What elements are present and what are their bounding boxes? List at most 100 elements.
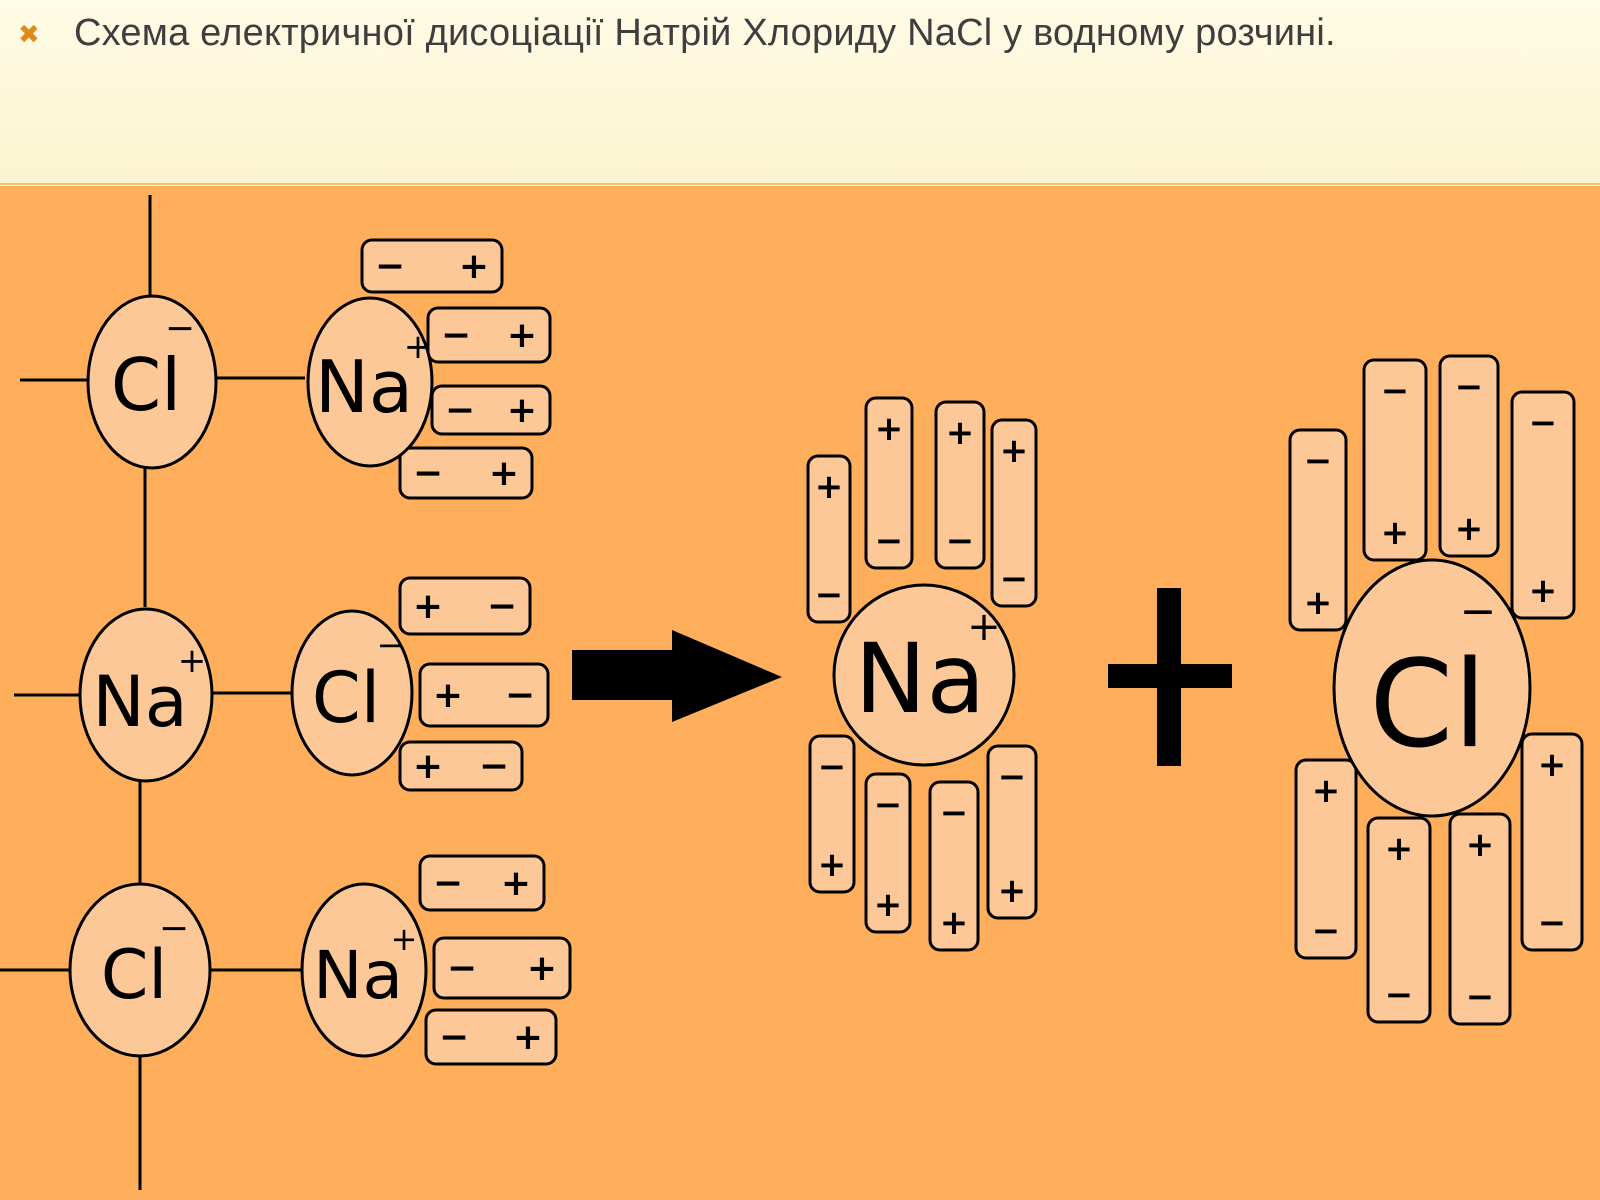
ion-symbol: Na bbox=[315, 345, 413, 429]
water-dipole: −+ bbox=[432, 936, 572, 1000]
water-dipole: +− bbox=[1294, 758, 1358, 960]
water-dipole: −+ bbox=[1510, 390, 1576, 620]
ion-symbol: Cl bbox=[1369, 636, 1486, 775]
dipole-negative-sign: − bbox=[1529, 403, 1558, 443]
dipole-negative-sign: − bbox=[1538, 903, 1567, 943]
plus-sign-icon bbox=[1108, 588, 1232, 766]
lattice-ions: Cl − Na + Na + Cl − bbox=[68, 294, 434, 1058]
dipole-positive-sign: + bbox=[489, 453, 519, 494]
dipole-positive-sign: + bbox=[875, 409, 904, 449]
ion-symbol: Na bbox=[92, 661, 187, 743]
dipole-positive-sign: + bbox=[501, 863, 531, 904]
dipole-negative-sign: − bbox=[441, 315, 471, 356]
dipole-negative-sign: − bbox=[413, 453, 443, 494]
water-dipole: +− bbox=[1366, 816, 1432, 1024]
dipole-positive-sign: + bbox=[998, 871, 1027, 911]
water-dipole: +− bbox=[398, 740, 524, 792]
water-dipole: −+ bbox=[1362, 358, 1428, 562]
dipole-positive-sign: + bbox=[1304, 583, 1333, 623]
dipole-positive-sign: + bbox=[1381, 513, 1410, 553]
dipole-negative-sign: − bbox=[445, 390, 475, 431]
hydrated-ion-na: Na + bbox=[832, 583, 1016, 767]
slide-title: Схема електричної дисоціації Натрій Хлор… bbox=[74, 12, 1336, 54]
lattice-ion-na: Na + bbox=[306, 296, 434, 468]
dipole-positive-sign: + bbox=[507, 315, 537, 356]
dipole-negative-sign: − bbox=[946, 521, 975, 561]
ion-charge: + bbox=[967, 604, 1001, 650]
dipole-negative-sign: − bbox=[447, 948, 477, 989]
slide-header: ✖ Схема електричної дисоціації Натрій Хл… bbox=[0, 0, 1600, 185]
ion-symbol: Cl bbox=[101, 936, 167, 1015]
dipole-positive-sign: + bbox=[413, 746, 443, 787]
dipole-negative-sign: − bbox=[439, 1017, 469, 1058]
diagram-canvas: −+−+−+−++−+−+−−+−+−+ Cl − Na + Na + bbox=[0, 186, 1600, 1200]
water-dipole: −+ bbox=[418, 854, 546, 912]
water-dipole: −+ bbox=[928, 780, 980, 952]
dipole-negative-sign: − bbox=[815, 575, 844, 615]
dipole-negative-sign: − bbox=[433, 863, 463, 904]
dipole-positive-sign: + bbox=[413, 586, 443, 627]
dipole-positive-sign: + bbox=[946, 413, 975, 453]
dipole-negative-sign: − bbox=[998, 757, 1027, 797]
water-dipole: −+ bbox=[426, 306, 552, 364]
water-dipole: −+ bbox=[1288, 428, 1348, 632]
dipole-negative-sign: − bbox=[940, 793, 969, 833]
dipole-positive-sign: + bbox=[459, 246, 489, 287]
water-dipole: +− bbox=[418, 662, 550, 728]
lattice-ion-na: Na + bbox=[300, 882, 428, 1058]
water-dipole: +− bbox=[990, 418, 1038, 608]
dipole-negative-sign: − bbox=[874, 785, 903, 825]
dipole-negative-sign: − bbox=[1466, 977, 1495, 1017]
ion-charge: − bbox=[165, 308, 195, 349]
dipole-positive-sign: + bbox=[513, 1017, 543, 1058]
lattice-lines bbox=[0, 195, 305, 1190]
dipole-positive-sign: + bbox=[1466, 825, 1495, 865]
water-dipole: −+ bbox=[398, 446, 534, 500]
water-dipole: −+ bbox=[360, 238, 504, 294]
dipole-positive-sign: + bbox=[940, 903, 969, 943]
water-dipole: +− bbox=[398, 576, 532, 636]
dipole-positive-sign: + bbox=[818, 845, 847, 885]
water-dipole: −+ bbox=[986, 744, 1038, 920]
dipole-negative-sign: − bbox=[818, 747, 847, 787]
dipole-positive-sign: + bbox=[527, 948, 557, 989]
ion-symbol: Na bbox=[855, 623, 986, 735]
water-dipole: +− bbox=[1520, 732, 1584, 952]
dipole-positive-sign: + bbox=[507, 390, 537, 431]
lattice-ion-cl: Cl − bbox=[86, 294, 218, 470]
ion-symbol: Cl bbox=[312, 657, 380, 739]
arrow-right-icon bbox=[572, 630, 782, 722]
ion-charge: + bbox=[404, 327, 433, 367]
water-dipole: −+ bbox=[430, 384, 552, 436]
dipole-positive-sign: + bbox=[1385, 829, 1414, 869]
ion-symbol: Cl bbox=[111, 343, 181, 427]
dipole-positive-sign: + bbox=[1538, 745, 1567, 785]
water-dipole: +− bbox=[1448, 812, 1512, 1026]
dipole-positive-sign: + bbox=[815, 467, 844, 507]
water-dipole: +− bbox=[806, 454, 852, 624]
water-dipole: +− bbox=[864, 396, 914, 570]
dipole-positive-sign: + bbox=[874, 885, 903, 925]
ion-charge: + bbox=[178, 641, 207, 681]
dipole-negative-sign: − bbox=[505, 675, 535, 716]
water-dipole: +− bbox=[934, 400, 986, 570]
dipole-positive-sign: + bbox=[433, 675, 463, 716]
lattice-ion-cl: Cl − bbox=[68, 882, 212, 1058]
dissociation-diagram: −+−+−+−++−+−+−−+−+−+ Cl − Na + Na + bbox=[0, 195, 1584, 1190]
water-dipole: −+ bbox=[424, 1008, 558, 1066]
ion-symbol: Na bbox=[313, 937, 403, 1014]
lattice-ion-cl: Cl − bbox=[290, 609, 414, 777]
water-dipole: −+ bbox=[1438, 354, 1500, 558]
hydrated-cl-dipoles: −+−+−+−++−+−+−+− bbox=[1288, 354, 1584, 1026]
ion-charge: − bbox=[159, 908, 189, 949]
dipole-negative-sign: − bbox=[479, 746, 509, 787]
dipole-negative-sign: − bbox=[1304, 441, 1333, 481]
lattice-ion-na: Na + bbox=[78, 607, 214, 783]
dipole-negative-sign: − bbox=[1312, 911, 1341, 951]
cross-bullet-icon: ✖ bbox=[18, 20, 40, 50]
hydrated-ion-cl: Cl − bbox=[1332, 558, 1532, 818]
dipole-negative-sign: − bbox=[1385, 975, 1414, 1015]
dipole-negative-sign: − bbox=[1455, 367, 1484, 407]
dipole-negative-sign: − bbox=[1381, 371, 1410, 411]
